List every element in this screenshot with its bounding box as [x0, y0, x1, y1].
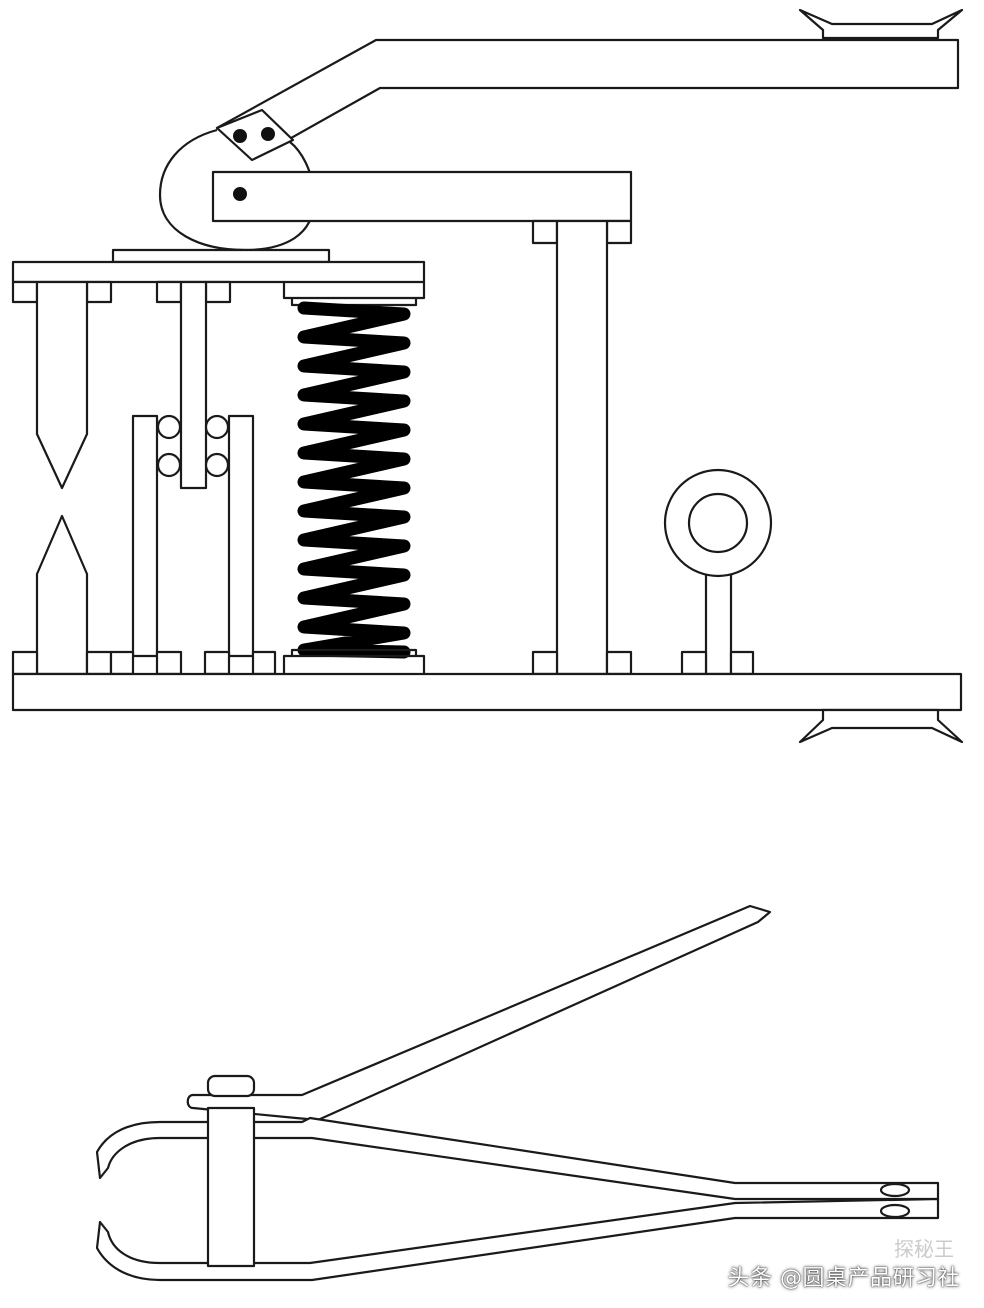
pin-head	[206, 1074, 256, 1098]
base-block	[729, 650, 755, 676]
pivot-pin-2	[261, 127, 275, 141]
rivet-bottom	[879, 1203, 911, 1219]
cam-contact-plate	[111, 248, 331, 264]
base-block	[203, 650, 231, 676]
base-block	[109, 650, 135, 676]
ring-inner	[687, 492, 749, 554]
block	[85, 280, 113, 304]
beam-pin	[233, 187, 247, 201]
bearing-ball	[156, 452, 182, 478]
block	[204, 280, 232, 304]
vertical-column	[555, 219, 609, 676]
pivot-plate	[215, 108, 295, 162]
lever-mechanism-diagram	[11, 8, 964, 744]
nail-clipper-diagram	[95, 904, 940, 1282]
column-cap-left	[531, 219, 559, 245]
upper-jaw-arm	[95, 1116, 940, 1201]
press-plate	[11, 260, 426, 284]
base-block	[85, 650, 113, 676]
plunger-rod	[179, 280, 208, 490]
clipper-lever	[186, 904, 772, 1122]
bearing-ball	[156, 414, 182, 440]
lower-jaw-arm	[95, 1197, 940, 1282]
top-jaw-wedge	[798, 8, 964, 40]
base-block	[605, 650, 633, 676]
upper-lever-arm	[215, 38, 960, 162]
base-block	[251, 650, 277, 676]
base-plate	[11, 672, 963, 712]
ring-post	[704, 570, 733, 676]
guide-post-left	[131, 414, 159, 658]
clipper-pin	[206, 1106, 256, 1268]
block	[155, 280, 183, 304]
pivot-pin-1	[233, 129, 247, 143]
watermark: 头条 @圆桌产品研习社	[727, 1266, 960, 1291]
horizontal-beam	[211, 170, 633, 223]
base-block	[680, 650, 708, 676]
coil-spring	[297, 301, 411, 659]
column-cap-right	[605, 219, 633, 245]
base-block	[11, 650, 39, 676]
lower-blade	[35, 514, 89, 676]
base-block	[155, 650, 183, 676]
bottom-jaw-wedge	[798, 708, 964, 744]
rivet-top	[879, 1182, 911, 1198]
faint-watermark: 探秘王	[894, 1237, 954, 1261]
upper-blade	[35, 280, 89, 490]
block	[11, 280, 39, 304]
bearing-ball	[204, 452, 230, 478]
guide-post-right	[227, 414, 255, 658]
spring-cup-bottom	[282, 648, 426, 676]
base-block	[531, 650, 559, 676]
bearing-ball	[204, 414, 230, 440]
